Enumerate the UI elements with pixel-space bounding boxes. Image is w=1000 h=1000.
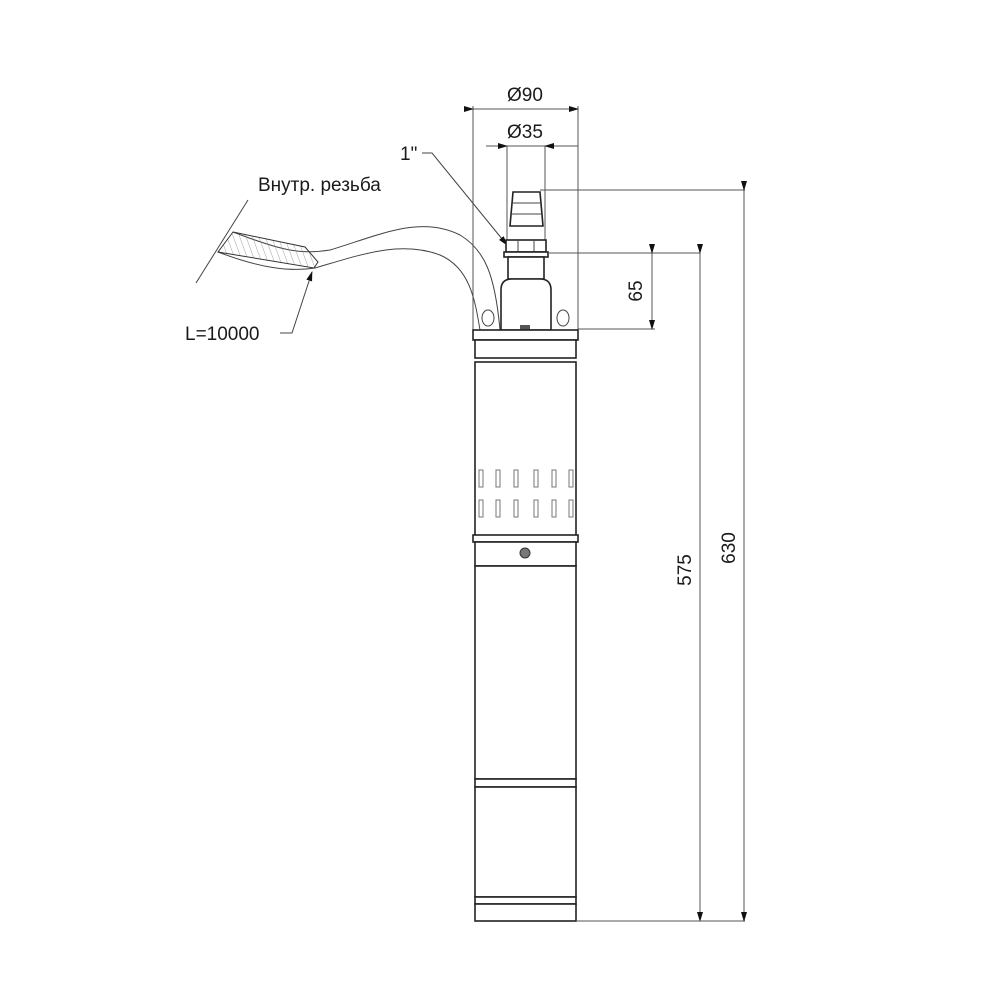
bottom-cap (474, 903, 577, 922)
label-d90: Ø90 (507, 85, 543, 106)
label-body-height: 575 (675, 554, 696, 586)
label-thread-note: Внутр. резьба (258, 175, 381, 196)
dimension-diameter-35: Ø35 (486, 122, 578, 245)
middle-band (472, 534, 579, 543)
dimension-head-65: 65 (548, 244, 700, 330)
dimension-body-575: 575 (675, 244, 703, 922)
label-d35: Ø35 (507, 122, 543, 143)
power-cable (217, 226, 501, 331)
pump-body-upper (474, 361, 577, 541)
top-collar (472, 329, 579, 341)
lifting-eye-right (556, 309, 570, 327)
dimension-total-630: 630 (540, 181, 747, 922)
lifting-eye-left (481, 309, 495, 331)
label-head-height: 65 (626, 280, 647, 301)
hose-fitting (500, 191, 552, 331)
screw-icon (519, 547, 531, 559)
label-cable-length: L=10000 (185, 324, 260, 345)
motor-lower (474, 786, 577, 898)
motor-body (474, 565, 577, 780)
cable-cut-line (195, 199, 249, 284)
intake-slots (478, 469, 574, 518)
nut-icon (520, 325, 530, 330)
dimension-diameter-90: Ø90 (464, 85, 579, 330)
thread-size-callout: 1" (400, 144, 508, 246)
label-thread-size: 1" (400, 144, 417, 165)
label-total-height: 630 (719, 532, 740, 564)
